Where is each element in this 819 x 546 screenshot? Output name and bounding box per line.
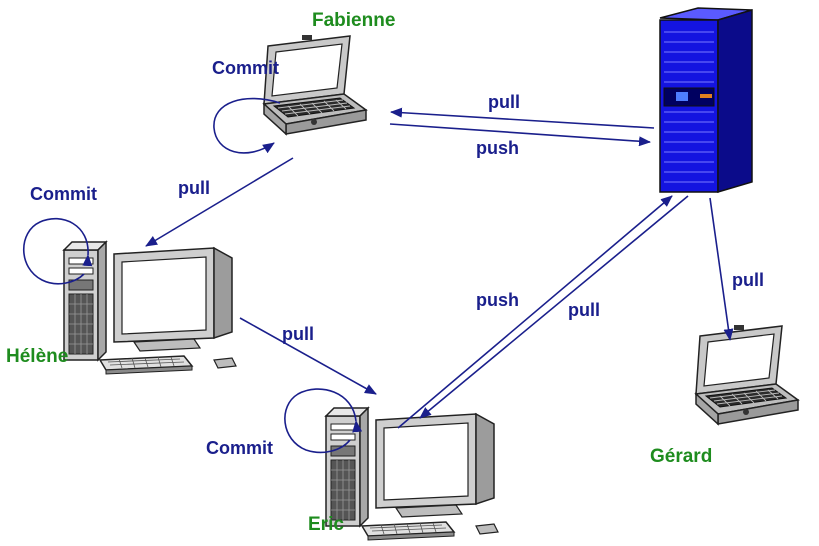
arrow-fabienne-to-server — [389, 123, 651, 147]
eric-desktop-icon — [325, 407, 499, 541]
node-name-helene: Hélène — [6, 346, 68, 367]
arrow-eric-to-server — [397, 195, 673, 429]
node-name-fabienne: Fabienne — [312, 10, 395, 31]
label-pull-server-eric: pull — [568, 300, 600, 320]
label-commit-helene: Commit — [30, 184, 97, 204]
label-commit-eric: Commit — [206, 438, 273, 458]
label-pull-helene-eric: pull — [282, 324, 314, 344]
arrow-server-to-fabienne — [390, 107, 655, 129]
arrow-fabienne-to-helene — [145, 157, 294, 247]
label-commit-fabienne: Commit — [212, 58, 279, 78]
server-tower-icon — [659, 7, 753, 194]
label-push-fabienne-server: push — [476, 138, 519, 158]
fabienne-laptop-icon — [263, 34, 367, 135]
label-push-eric-server: push — [476, 290, 519, 310]
commit-loop-fabienne — [213, 97, 281, 154]
label-pull-server-gerard: pull — [732, 270, 764, 290]
node-name-gerard: Gérard — [650, 446, 712, 467]
arrow-server-to-gerard — [709, 197, 734, 341]
helene-desktop-icon — [63, 241, 237, 375]
label-pull-server-fabienne: pull — [488, 92, 520, 112]
arrow-helene-to-eric — [239, 317, 377, 395]
node-name-eric: Eric — [308, 514, 344, 535]
commit-loop-helene — [22, 217, 93, 285]
gerard-laptop-icon — [695, 324, 799, 425]
label-pull-fabienne-helene: pull — [178, 178, 210, 198]
arrow-server-to-eric — [419, 195, 689, 419]
commit-loop-eric — [284, 388, 363, 454]
